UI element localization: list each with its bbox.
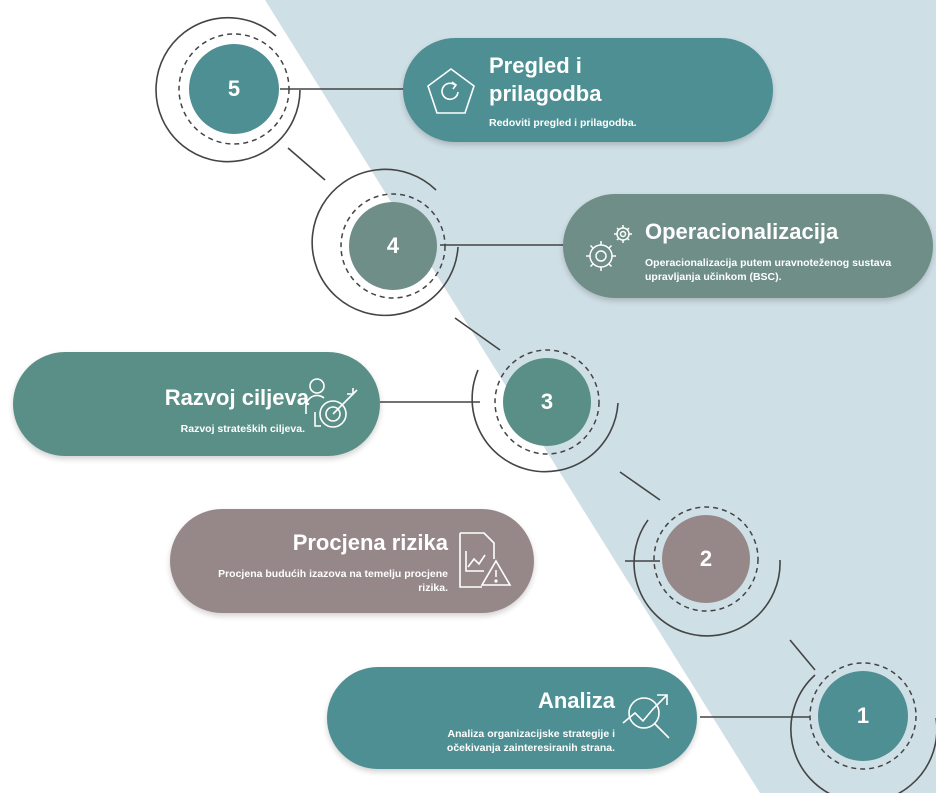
step-3-description: Razvoj strateških ciljeva.: [180, 423, 305, 435]
step-5-number: 5: [227, 76, 241, 101]
step-2-description: Procjena budućih izazova na temelju proc…: [218, 568, 448, 594]
step-4-node: 4: [349, 202, 437, 290]
step-4-number: 4: [386, 233, 400, 258]
step-2-node: 2: [662, 515, 750, 603]
step-4-title: Operacionalizacija: [645, 219, 839, 244]
step-3-number: 3: [540, 389, 554, 414]
step-4-card: Operacionalizacija Operacionalizacija pu…: [563, 194, 933, 298]
ring-4: [311, 168, 459, 317]
step-1-title: Analiza: [537, 688, 615, 713]
step-3-node: 3: [503, 358, 591, 446]
step-5-title: Pregled i prilagodba: [489, 53, 602, 106]
dashed-rings: [178, 33, 917, 770]
step-3-card: Razvoj ciljeva Razvoj strateških ciljeva…: [13, 352, 380, 456]
step-1-card: Analiza Analiza organizacijske strategij…: [327, 667, 697, 769]
person-target-icon: [305, 378, 358, 428]
step-5-description: Redoviti pregled i prilagodba.: [489, 117, 637, 129]
connector-4-3: [454, 317, 501, 351]
step-2-title: Procjena rizika: [292, 530, 448, 555]
outer-rings: [155, 16, 936, 793]
ring-2: [633, 519, 781, 637]
chart-magnifier-icon: [622, 694, 670, 739]
step-5-node: 5: [189, 44, 279, 134]
ring-3: [471, 369, 619, 473]
ring-1: [790, 674, 936, 793]
gears-icon: [586, 225, 632, 271]
step-2-number: 2: [699, 546, 713, 571]
step-4-description: Operacionalizacija putem uravnoteženog s…: [645, 257, 892, 283]
step-1-description: Analiza organizacijske strategije i oček…: [446, 728, 615, 754]
connector-3-2: [619, 471, 661, 501]
step-1-number: 1: [856, 703, 870, 728]
step-2-card: Procjena rizika Procjena budućih izazova…: [170, 509, 534, 613]
step-3-title: Razvoj ciljeva: [164, 385, 309, 410]
ring-5: [155, 16, 301, 163]
connector-5-4: [287, 147, 326, 181]
step-5-card: Pregled i prilagodba Redoviti pregled i …: [403, 38, 773, 142]
risk-document-icon: [459, 532, 512, 588]
pentagon-refresh-icon: [427, 68, 475, 114]
step-1-node: 1: [818, 671, 908, 761]
connector-2-1: [789, 639, 816, 671]
